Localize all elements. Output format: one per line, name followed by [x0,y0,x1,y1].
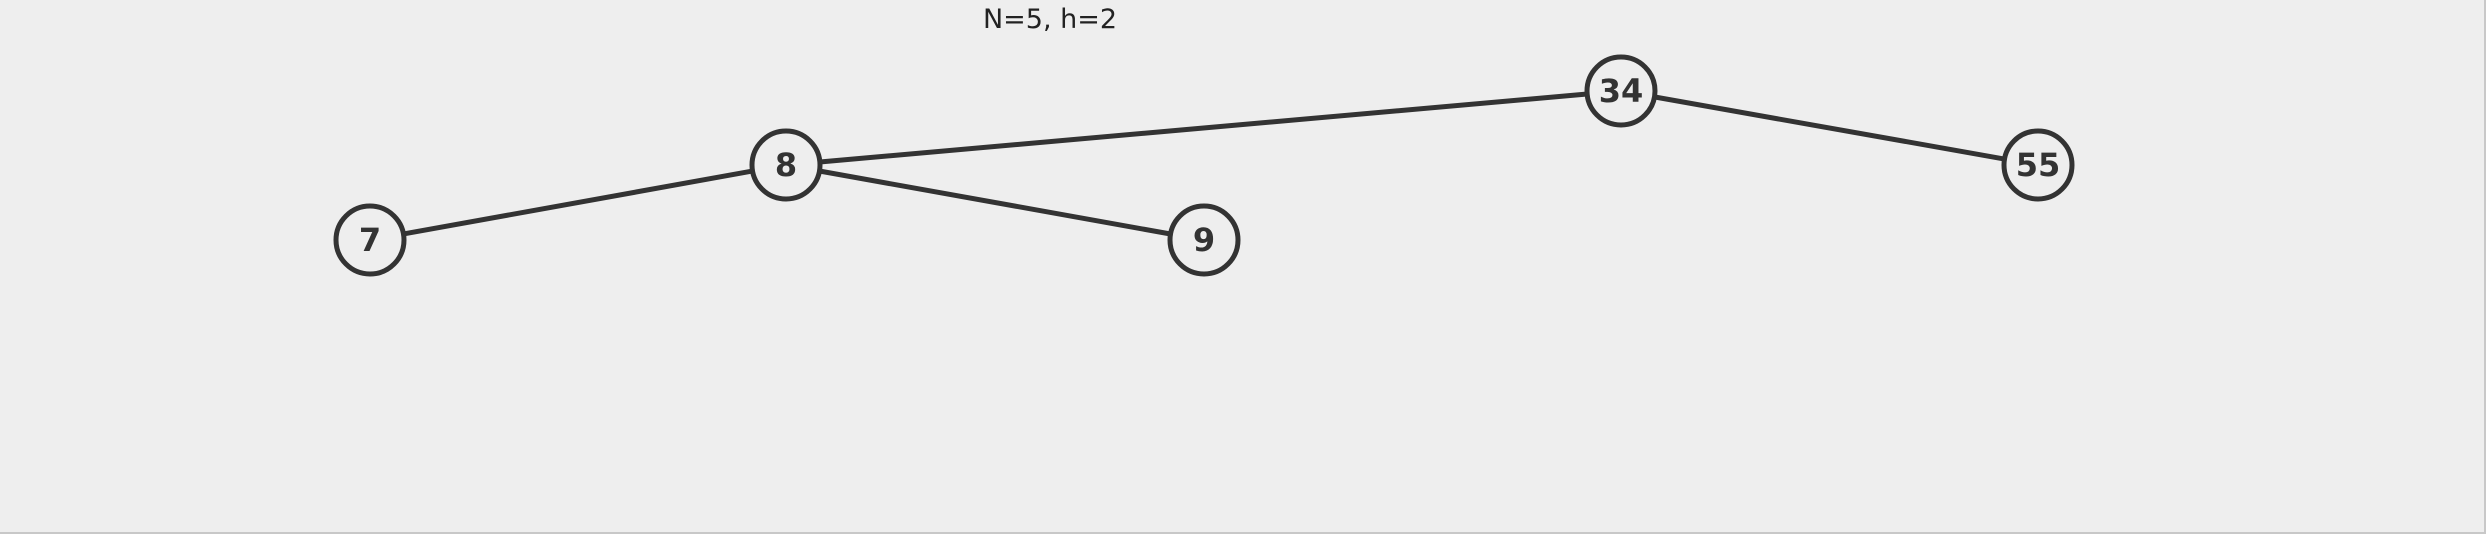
tree-edge-n8-n7 [369,162,787,243]
tree-edges [369,88,2039,243]
tree-node-label: 8 [775,146,797,184]
tree-node-label: 34 [1599,72,1644,110]
tree-edge-n34-n55 [1620,88,2039,168]
diagram-title: N=5, h=2 [983,4,1117,35]
tree-node-8: 8 [749,128,823,202]
tree-node-7: 7 [333,203,407,277]
tree-node-label: 55 [2016,146,2061,184]
tree-node-circle [749,128,823,202]
tree-node-circle [1584,54,1658,128]
tree-node-34: 34 [1584,54,1658,128]
tree-node-9: 9 [1167,203,1241,277]
tree-node-55: 55 [2001,128,2075,202]
tree-node-circle [333,203,407,277]
tree-node-circle [1167,203,1241,277]
tree-node-circle [2001,128,2075,202]
tree-edge-n34-n8 [785,88,1622,168]
tree-node-label: 9 [1193,221,1215,259]
tree-edge-n8-n9 [785,162,1205,243]
tree-node-label: 7 [359,221,381,259]
tree-nodes: 34 8 55 7 9 [333,54,2075,277]
